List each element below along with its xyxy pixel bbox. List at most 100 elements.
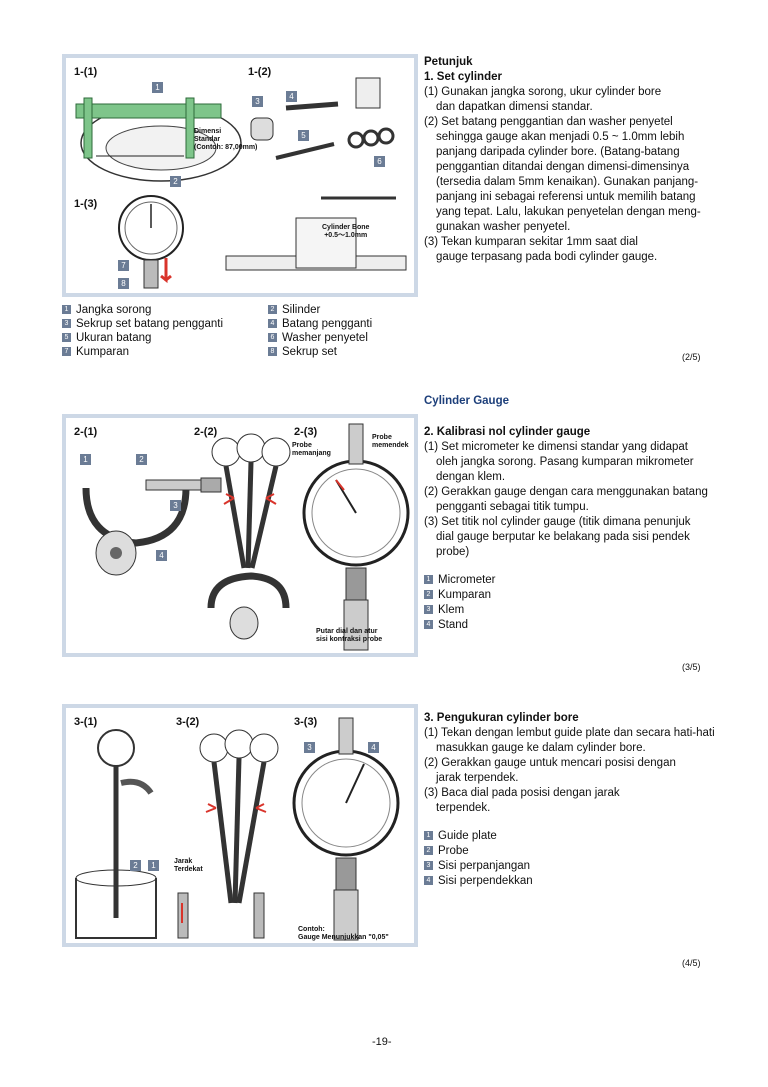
badge-1: 1 xyxy=(152,82,163,93)
badge-6: 6 xyxy=(374,156,385,167)
section3-illustration xyxy=(75,717,400,941)
legend-number: 3 xyxy=(62,319,71,329)
fig-label-1-1: 1-(1) xyxy=(74,66,98,78)
legend-number: 8 xyxy=(268,347,277,357)
text-line: (3) Tekan kumparan sekitar 1mm saat dial xyxy=(424,236,638,248)
section3-text: 3. Pengukuran cylinder bore (1) Tekan de… xyxy=(424,711,754,816)
note-contoh: Contoh: Gauge Menunjukkan "0,05" xyxy=(298,926,389,941)
badge-2: 2 xyxy=(136,454,147,465)
legend-number: 6 xyxy=(268,333,277,343)
badge-1: 1 xyxy=(148,860,159,871)
section2-text: 2. Kalibrasi nol cylinder gauge (1) Set … xyxy=(424,425,754,560)
fig-label-1-2: 1-(2) xyxy=(248,66,272,78)
text-line: dial gauge berputar ke belakang pada sis… xyxy=(436,531,690,543)
badge-3: 3 xyxy=(252,96,263,107)
text-line: (3) Baca dial pada posisi dengan jarak xyxy=(424,787,620,799)
legend-number: 2 xyxy=(424,846,433,856)
badge-4: 4 xyxy=(156,550,167,561)
text-line: gauge terpasang pada bodi cylinder gauge… xyxy=(436,251,658,263)
fig-label-1-3: 1-(3) xyxy=(74,198,98,210)
fig-label-2-1: 2-(1) xyxy=(74,426,98,438)
fig-label-2-2: 2-(2) xyxy=(194,426,218,438)
subheading-pengukuran: 3. Pengukuran cylinder bore xyxy=(424,712,579,724)
text-line: jarak terpendek. xyxy=(436,772,519,784)
fig-label-2-3: 2-(3) xyxy=(294,426,318,438)
text-line: (1) Tekan dengan lembut guide plate dan … xyxy=(424,727,715,739)
text-line: gunakan washer penyetel. xyxy=(436,221,571,233)
text-line: masukkan gauge ke dalam cylinder bore. xyxy=(436,742,646,754)
text-line: panjang ini sebagai referensi untuk memi… xyxy=(436,191,696,203)
fig-label-3-3: 3-(3) xyxy=(294,716,318,728)
fig-label-3-2: 3-(2) xyxy=(176,716,200,728)
legend-number: 7 xyxy=(62,347,71,357)
text-line: yang tepat. Lalu, lakukan penyetelan den… xyxy=(436,206,701,218)
badge-4: 4 xyxy=(286,91,297,102)
text-line: (2) Gerakkan gauge untuk mencari posisi … xyxy=(424,757,676,769)
text-line: (3) Set titik nol cylinder gauge (titik … xyxy=(424,516,691,528)
section1-illustration xyxy=(75,77,407,289)
text-line: oleh jangka sorong. Pasang kumparan mikr… xyxy=(436,456,694,468)
badge-4: 4 xyxy=(368,742,379,753)
legend-number: 3 xyxy=(424,861,433,871)
section3-page-indicator: (4/5) xyxy=(682,958,701,968)
section2-figure: 2-(1) 2-(2) 2-(3) Probe memanjang Probe … xyxy=(66,418,414,653)
note-putar-dial: Putar dial dan atur sisi kontraksi probe xyxy=(316,628,383,643)
legend-number: 3 xyxy=(424,605,433,615)
subheading-set-cylinder: 1. Set cylinder xyxy=(424,71,502,83)
text-line: pengganti sebagai titik tumpu. xyxy=(436,501,589,513)
text-line: dengan klem. xyxy=(436,471,506,483)
text-line: terpendek. xyxy=(436,802,491,814)
legend-number: 4 xyxy=(424,620,433,630)
badge-2: 2 xyxy=(170,176,181,187)
badge-3: 3 xyxy=(304,742,315,753)
legend-number: 4 xyxy=(424,876,433,886)
footer-page-number: -19- xyxy=(372,1036,392,1048)
section2-illustration xyxy=(82,423,410,651)
text-line: (2) Set batang penggantian dan washer pe… xyxy=(424,116,673,128)
text-line: sehingga gauge akan menjadi 0.5 ~ 1.0mm … xyxy=(436,131,685,143)
text-line: panjang daripada cylinder bore. (Batang-… xyxy=(436,146,680,158)
section3-figure: 3-(1) 3-(2) 3-(3) Jarak Terdekat Contoh:… xyxy=(66,708,414,943)
text-line: dan dapatkan dimensi standar. xyxy=(436,101,593,113)
note-jarak-terdekat: Jarak Terdekat xyxy=(174,858,203,873)
text-line: (1) Set micrometer ke dimensi standar ya… xyxy=(424,441,688,453)
section2-title: Cylinder Gauge xyxy=(424,395,509,407)
section1-text: Petunjuk 1. Set cylinder (1) Gunakan jan… xyxy=(424,55,754,265)
section1-page-indicator: (2/5) xyxy=(682,352,701,362)
heading-petunjuk: Petunjuk xyxy=(424,56,473,68)
note-probe-memendek: Probe memendek xyxy=(372,434,409,449)
legend-number: 4 xyxy=(268,319,277,329)
text-line: penggantian ditandai dengan dimensi-dime… xyxy=(436,161,690,173)
badge-3: 3 xyxy=(170,500,181,511)
badge-2: 2 xyxy=(130,860,141,871)
text-line: (1) Gunakan jangka sorong, ukur cylinder… xyxy=(424,86,662,98)
badge-5: 5 xyxy=(298,130,309,141)
legend-number: 5 xyxy=(62,333,71,343)
legend-number: 1 xyxy=(424,831,433,841)
section1-figure: 1-(1) 1-(2) 1-(3) Dimensi Standar (Conto… xyxy=(66,58,414,293)
legend-number: 2 xyxy=(268,305,277,315)
badge-8: 8 xyxy=(118,278,129,289)
fig-label-3-1: 3-(1) xyxy=(74,716,98,728)
legend-number: 2 xyxy=(424,590,433,600)
legend-number: 1 xyxy=(424,575,433,585)
section2-page-indicator: (3/5) xyxy=(682,662,701,672)
text-line: (2) Gerakkan gauge dengan cara menggunak… xyxy=(424,486,708,498)
text-line: probe) xyxy=(436,546,470,558)
subheading-kalibrasi: 2. Kalibrasi nol cylinder gauge xyxy=(424,426,591,438)
